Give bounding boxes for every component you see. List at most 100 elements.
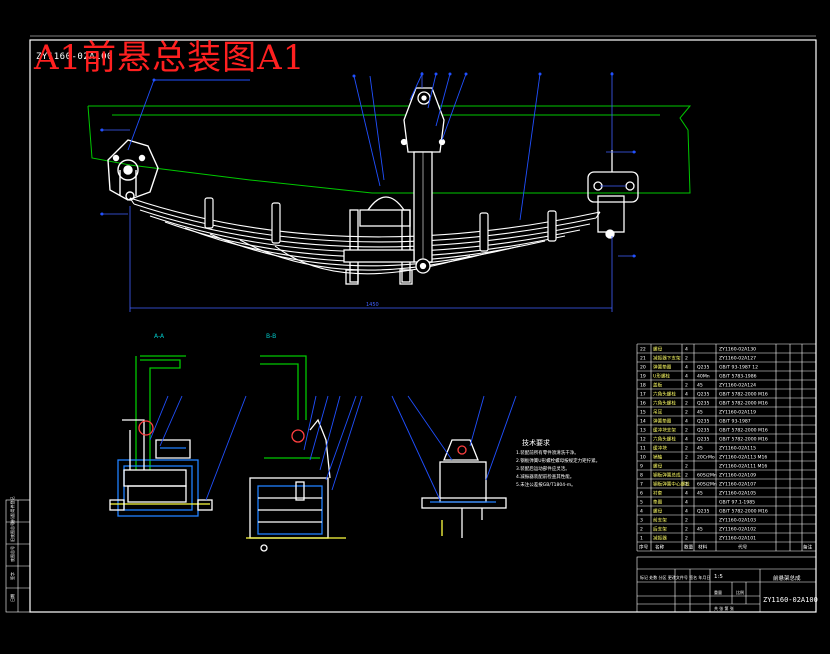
bom-cell-no: 13 (640, 428, 646, 434)
bom-cell-material: Q235 (697, 419, 709, 425)
bom-cell-name: 弹簧垫圈 (653, 364, 672, 371)
bom-cell-material: 45 (697, 383, 703, 389)
bom-cell-no: 11 (640, 446, 646, 452)
bom-cell-no: 19 (640, 374, 646, 380)
title-sheets: 共 张 第 张 (714, 605, 734, 611)
bom-header-name: 名称 (655, 544, 665, 551)
rotated-doc-code: ZY1160-02A100 (36, 52, 113, 62)
bom-cell-material: 60Si2Mn (697, 482, 717, 488)
bom-cell-code: ZY1160-02A107 (719, 482, 756, 488)
bom-cell-no: 20 (640, 365, 646, 371)
bom-cell-name: 减振器下支架 (653, 355, 681, 362)
section-a-label: A-A (154, 333, 165, 340)
revision-label: 底图总号 (9, 546, 15, 562)
bom-cell-qty: 4 (685, 509, 688, 515)
bom-cell-code: ZY1160-02A130 (719, 347, 756, 353)
revision-label: 日期 (9, 594, 15, 602)
bom-cell-name: 衬套 (653, 490, 663, 497)
bom-cell-qty: 4 (685, 365, 688, 371)
bom-cell-no: 22 (640, 347, 646, 353)
tech-note-2: 2.钢板弹簧U形螺栓螺母按规定力矩拧紧。 (516, 459, 601, 464)
bom-cell-no: 2 (640, 527, 643, 533)
bom-cell-no: 12 (640, 437, 646, 443)
bom-cell-name: 减振器 (653, 535, 667, 542)
bom-cell-qty: 2 (685, 482, 688, 488)
revision-label: 借(通)用件登记 (9, 496, 15, 523)
bom-cell-name: 垫圈 (653, 499, 663, 506)
bom-cell-no: 17 (640, 392, 646, 398)
bom-cell-name: 六角头螺栓 (653, 400, 676, 407)
bom-cell-code: ZY1160-02A105 (719, 491, 756, 497)
bom-header-no: 序号 (639, 544, 649, 551)
drawing-name: 前悬架总成 (773, 574, 801, 582)
bom-cell-name: 钢板弹簧中心螺栓 (653, 481, 690, 488)
bom-cell-qty: 2 (685, 401, 688, 407)
sheet-outer-frame (29, 39, 817, 613)
bom-cell-name: 螺母 (653, 346, 663, 353)
bom-cell-name: 螺母 (653, 508, 663, 515)
chassis-frame-rail (87, 105, 692, 194)
bom-cell-material: 45 (697, 446, 703, 452)
bom-cell-material: Q235 (697, 428, 709, 434)
bom-cell-name: 缓冲块支架 (653, 427, 676, 434)
bom-header-qty: 数量 (684, 544, 694, 551)
bom-header-code: 代号 (738, 544, 748, 551)
bom-cell-code: GB/T 5782-2000 M16 (719, 392, 768, 398)
bom-cell-code: GB/T 5782-2000 M16 (719, 437, 768, 443)
bom-cell-qty: 4 (685, 347, 688, 353)
title-ratio: 比例 (736, 589, 744, 595)
bom-cell-code: GB/T 93-1987 12 (719, 365, 758, 371)
bom-cell-code: ZY1160-02A102 (719, 527, 756, 533)
bom-cell-name: U形螺栓 (653, 373, 671, 380)
bom-cell-no: 4 (640, 509, 643, 515)
bom-cell-material: Q235 (697, 401, 709, 407)
revision-label: 签字 (9, 572, 15, 580)
section-b-label: B-B (266, 333, 276, 340)
bom-cell-name: 螺母 (653, 463, 663, 470)
bom-cell-code: GB/T 93-1987 (719, 419, 751, 425)
bom-cell-qty: 2 (685, 527, 688, 533)
bom-cell-code: GB/T 5782-2000 M16 (719, 509, 768, 515)
bom-cell-qty: 2 (685, 356, 688, 362)
bom-cell-no: 21 (640, 356, 646, 362)
bom-cell-material: Q235 (697, 392, 709, 398)
bom-cell-no: 5 (640, 500, 643, 506)
front-spring-bracket (107, 139, 159, 201)
leader-balloons (100, 72, 636, 258)
bom-cell-qty: 4 (685, 419, 688, 425)
title-revision-header: 标记 处数 分区 更改文件号 签名 年月日 (640, 574, 710, 580)
bom-cell-code: ZY1160-02A103 (719, 518, 756, 524)
bom-cell-name: 缓冲块 (653, 445, 667, 452)
overall-length-dim: 1450 (366, 302, 379, 308)
bom-header-remark: 备注 (803, 544, 813, 551)
bom-cell-code: GB/T 97.1-1985 (719, 500, 755, 506)
bom-cell-no: 1 (640, 536, 643, 542)
bom-cell-material: Q235 (697, 509, 709, 515)
drawing-code: ZY1160-02A100 (763, 596, 818, 604)
page-title: A1前悬总装图A1 (34, 38, 306, 78)
tech-note-3: 3.装配后运动部件应灵活。 (516, 467, 570, 472)
bom-cell-name: 弹簧垫圈 (653, 418, 672, 425)
bom-cell-qty: 2 (685, 428, 688, 434)
bom-cell-code: GB/T 5782-2000 M16 (719, 428, 768, 434)
bom-cell-qty: 2 (685, 473, 688, 479)
bom-cell-no: 7 (640, 482, 643, 488)
bom-cell-qty: 4 (685, 500, 688, 506)
bom-cell-material: 45 (697, 527, 703, 533)
bom-cell-name: 前支架 (653, 517, 667, 524)
bom-cell-code: ZY1160-02A101 (719, 536, 756, 542)
bom-cell-name: 后支架 (653, 526, 667, 533)
bom-cell-no: 10 (640, 455, 646, 461)
bom-cell-qty: 2 (685, 518, 688, 524)
section-leader-lines (149, 395, 517, 501)
bom-cell-code: ZY1160-02A124 (719, 383, 756, 389)
bom-cell-name: 六角头螺栓 (653, 391, 676, 398)
title-weight: 重量 (714, 589, 722, 595)
tech-note-5: 5.未注公差按GB/T1804-m。 (516, 483, 576, 488)
bom-cell-code: ZY1160-02A115 (719, 446, 756, 452)
part-leader-lines (127, 73, 613, 221)
shock-absorber (400, 87, 446, 274)
